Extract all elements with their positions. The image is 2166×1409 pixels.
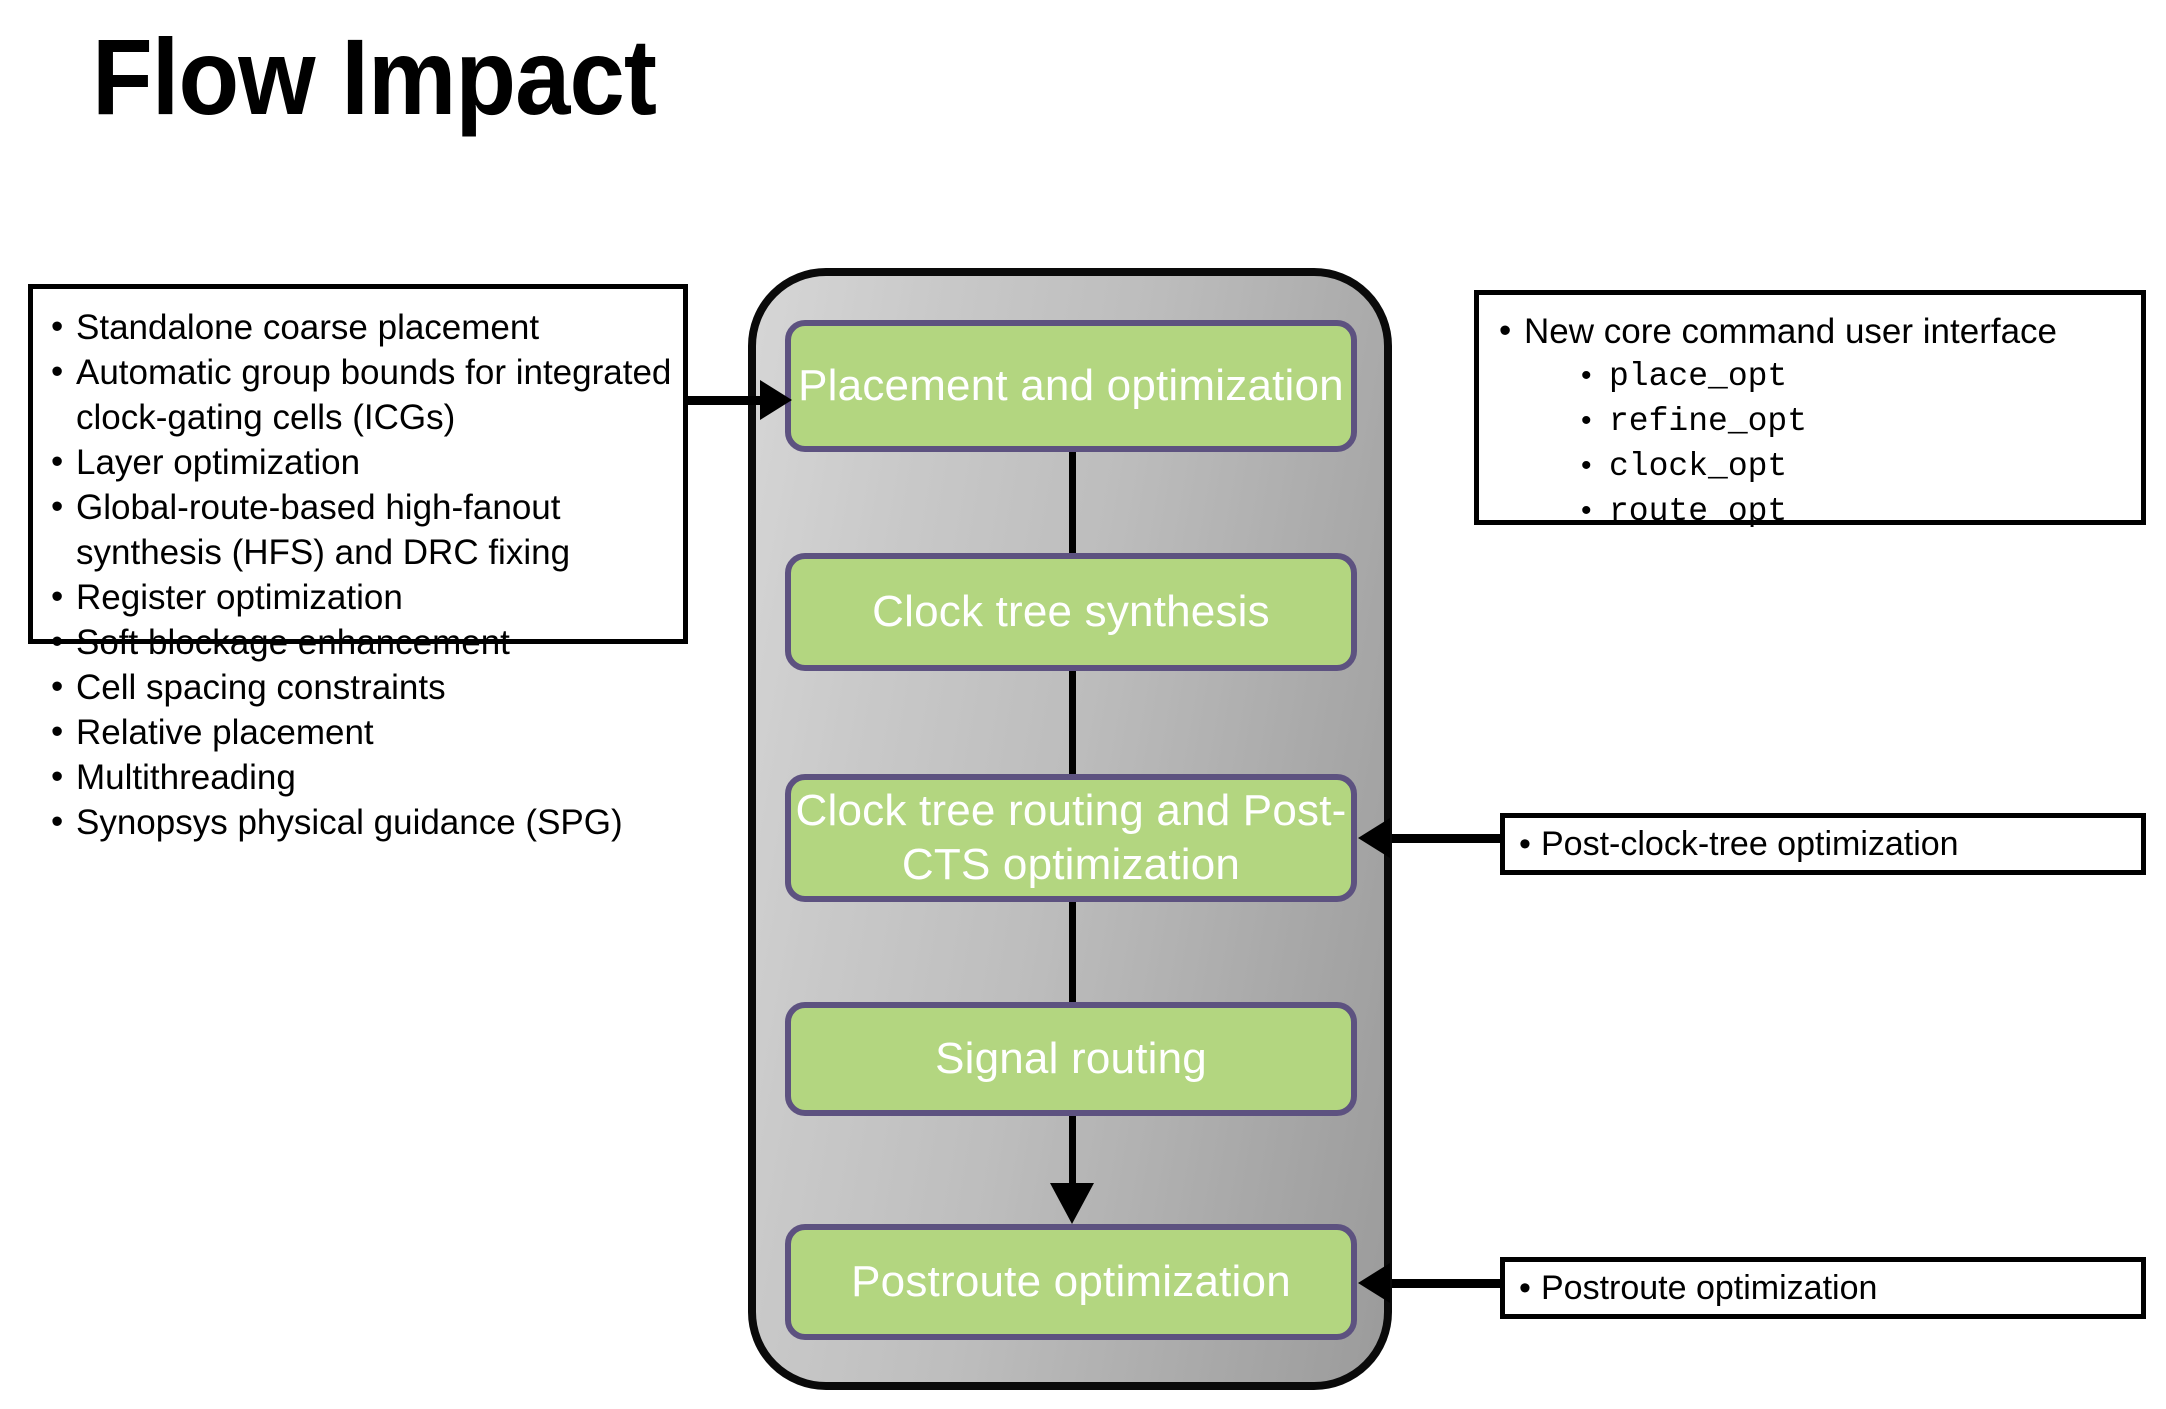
arrowhead-left-icon — [1358, 818, 1390, 858]
list-item: • clock_opt — [1493, 444, 2131, 489]
postroute-list: • Postroute optimization — [1505, 1268, 1877, 1308]
connector-line-2 — [1069, 671, 1076, 774]
list-item: • refine_opt — [1493, 399, 2131, 444]
flow-step-postroute-optimization[interactable]: Postroute optimization — [785, 1224, 1357, 1340]
list-item: • New core command user interface — [1493, 309, 2131, 354]
bullet-glyph: • — [1519, 1269, 1531, 1307]
right-connector-line-1 — [1392, 834, 1504, 843]
list-item: • Layer optimization — [45, 440, 673, 485]
command-name: refine_opt — [1609, 403, 1808, 440]
post-clock-tree-callout: • Post-clock-tree optimization — [1500, 813, 2146, 875]
list-item-label: Multithreading — [76, 758, 296, 797]
core-command-callout: • New core command user interface • plac… — [1474, 290, 2146, 530]
list-item: • Register optimization — [45, 575, 673, 620]
list-item: • Multithreading — [45, 755, 673, 800]
bullet-glyph: • — [51, 352, 64, 391]
list-item: • Global-route-based high-fanout synthes… — [45, 485, 673, 575]
flow-step-clock-tree-synthesis[interactable]: Clock tree synthesis — [785, 553, 1357, 671]
postroute-callout: • Postroute optimization — [1500, 1257, 2146, 1319]
bullet-glyph: • — [1581, 494, 1592, 527]
bullet-glyph: • — [51, 442, 64, 481]
left-feature-list: • Standalone coarse placement • Automati… — [45, 305, 673, 845]
list-item-label: Layer optimization — [76, 443, 361, 482]
list-item-label: Relative placement — [76, 713, 374, 752]
bullet-glyph: • — [51, 577, 64, 616]
list-item: • route_opt — [1493, 489, 2131, 534]
post-clock-tree-list: • Post-clock-tree optimization — [1505, 824, 1959, 864]
bullet-glyph: • — [1499, 311, 1512, 350]
list-item: • place_opt — [1493, 354, 2131, 399]
bullet-glyph: • — [51, 622, 64, 661]
list-item-label: Cell spacing constraints — [76, 668, 446, 707]
list-item: • Automatic group bounds for integrated … — [45, 350, 673, 440]
bullet-glyph: • — [51, 667, 64, 706]
connector-line-3 — [1069, 902, 1076, 1002]
core-command-list: • New core command user interface — [1493, 309, 2131, 354]
list-item-label: Standalone coarse placement — [76, 308, 540, 347]
connector-line-1 — [1069, 452, 1076, 553]
list-item: • Cell spacing constraints — [45, 665, 673, 710]
list-item-label: Postroute optimization — [1541, 1269, 1878, 1307]
arrowhead-down-icon — [1050, 1183, 1094, 1224]
right-connector-line-2 — [1392, 1279, 1504, 1288]
list-item-label: Global-route-based high-fanout synthesis… — [76, 488, 571, 572]
list-item: • Post-clock-tree optimization — [1505, 824, 1959, 864]
flow-step-clock-tree-routing-and-post-cts-optimization[interactable]: Clock tree routing and Post-CTS optimiza… — [785, 774, 1357, 902]
list-item: • Synopsys physical guidance (SPG) — [45, 800, 673, 845]
bullet-glyph: • — [51, 712, 64, 751]
command-name: clock_opt — [1609, 448, 1788, 485]
list-item-label: Post-clock-tree optimization — [1541, 825, 1959, 863]
list-item: • Soft blockage enhancement — [45, 620, 673, 665]
left-connector-line — [686, 396, 768, 405]
list-item: • Standalone coarse placement — [45, 305, 673, 350]
list-item-label: Automatic group bounds for integrated cl… — [76, 353, 672, 437]
page-title: Flow Impact — [92, 16, 657, 137]
bullet-glyph: • — [51, 802, 64, 841]
arrowhead-right-icon — [760, 380, 792, 420]
bullet-glyph: • — [1581, 359, 1592, 392]
bullet-glyph: • — [1519, 825, 1531, 863]
left-feature-callout: • Standalone coarse placement • Automati… — [28, 284, 688, 842]
list-item-label: Soft blockage enhancement — [76, 623, 510, 662]
list-item-label: Synopsys physical guidance (SPG) — [76, 803, 623, 842]
bullet-glyph: • — [51, 757, 64, 796]
arrowhead-left-icon — [1358, 1263, 1390, 1303]
bullet-glyph: • — [51, 307, 64, 346]
list-item-label: New core command user interface — [1524, 312, 2057, 351]
flow-step-signal-routing[interactable]: Signal routing — [785, 1002, 1357, 1116]
command-sublist: • place_opt • refine_opt • clock_opt • r… — [1493, 354, 2131, 534]
flow-step-placement-and-optimization[interactable]: Placement and optimization — [785, 320, 1357, 452]
command-name: route_opt — [1609, 493, 1788, 530]
bullet-glyph: • — [1581, 404, 1592, 437]
list-item-label: Register optimization — [76, 578, 403, 617]
bullet-glyph: • — [1581, 449, 1592, 482]
connector-line-4 — [1069, 1116, 1076, 1188]
bullet-glyph: • — [51, 487, 64, 526]
list-item: • Postroute optimization — [1505, 1268, 1877, 1308]
command-name: place_opt — [1609, 358, 1788, 395]
list-item: • Relative placement — [45, 710, 673, 755]
